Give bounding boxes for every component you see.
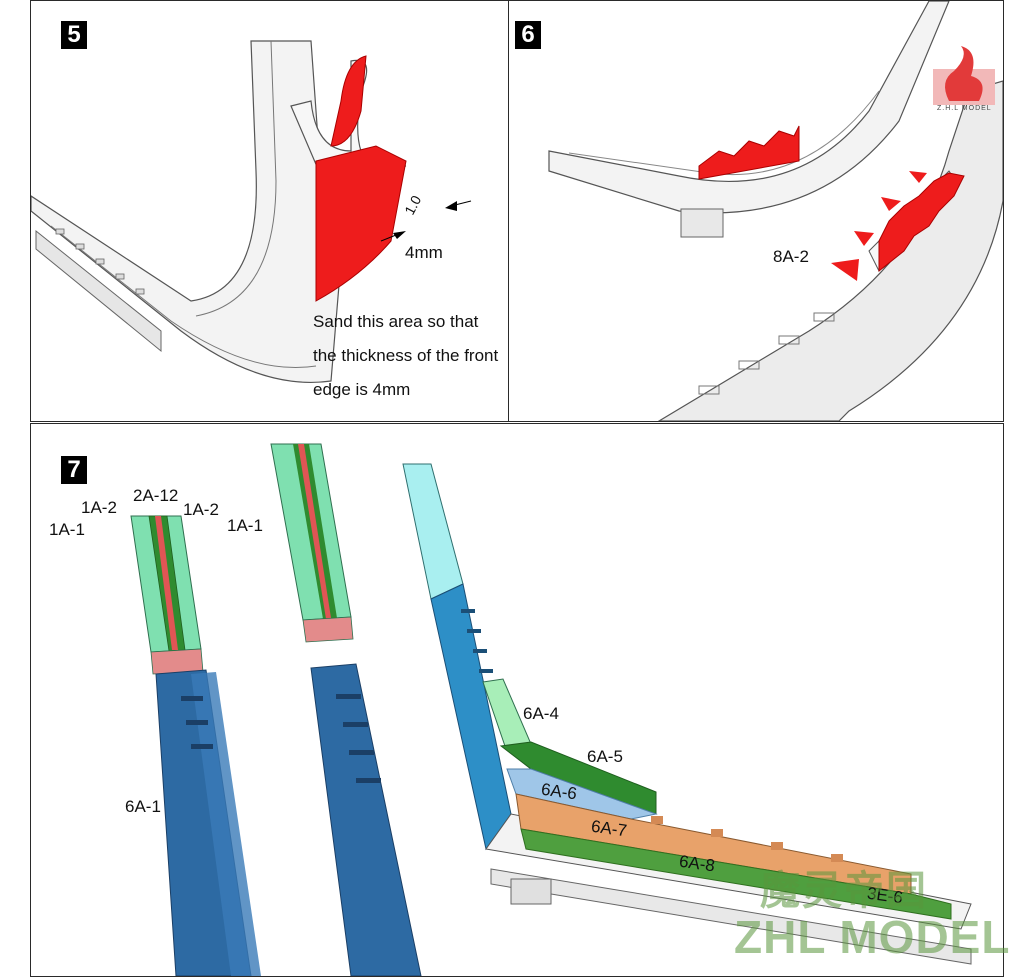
- note-line-1: Sand this area so that: [313, 312, 479, 331]
- part-label-1a-2-right: 1A-2: [183, 500, 219, 519]
- brand-logo-icon: [933, 46, 995, 105]
- step-6-panel: 6 8A-2 Z.H.L MODEL: [508, 0, 1004, 422]
- step-6-illustration: [548, 1, 1003, 421]
- part-label-2a-12: 2A-12: [133, 486, 179, 505]
- note-line-3: edge is 4mm: [313, 380, 411, 399]
- part-label-6a-4: 6A-4: [523, 704, 559, 723]
- step-number-7: 7: [61, 456, 87, 484]
- part-label-6a-5: 6A-5: [587, 747, 623, 766]
- part-label-8a-2: 8A-2: [773, 247, 809, 266]
- sanding-instruction-note: Sand this area so that the thickness of …: [313, 305, 498, 407]
- watermark-zhl-model: ZHL MODEL: [734, 911, 1011, 963]
- step-7-illustration: [130, 443, 972, 976]
- step-number-5: 5: [61, 21, 87, 49]
- step-5-illustration: [31, 40, 472, 384]
- part-label-1a-1-right: 1A-1: [227, 516, 263, 535]
- note-line-2: the thickness of the front: [313, 346, 499, 365]
- dimension-4mm-label: 4mm: [405, 243, 443, 262]
- part-label-1a-1-left: 1A-1: [49, 520, 85, 539]
- part-label-1a-2-left: 1A-2: [81, 498, 117, 517]
- brand-logo-caption: Z.H.L MODEL: [937, 105, 992, 112]
- step-5-panel: 5 1.0 4mm Sand this area so that the thi…: [30, 0, 510, 422]
- watermark-chinese: 魔灵帝国: [760, 869, 928, 913]
- part-label-6a-1: 6A-1: [125, 797, 161, 816]
- step-7-panel: 7 1A-1 1A-2 2A-12 1A-2 1A-1 6A-1 6A-4 6A…: [30, 423, 1004, 977]
- step-number-6: 6: [515, 21, 541, 49]
